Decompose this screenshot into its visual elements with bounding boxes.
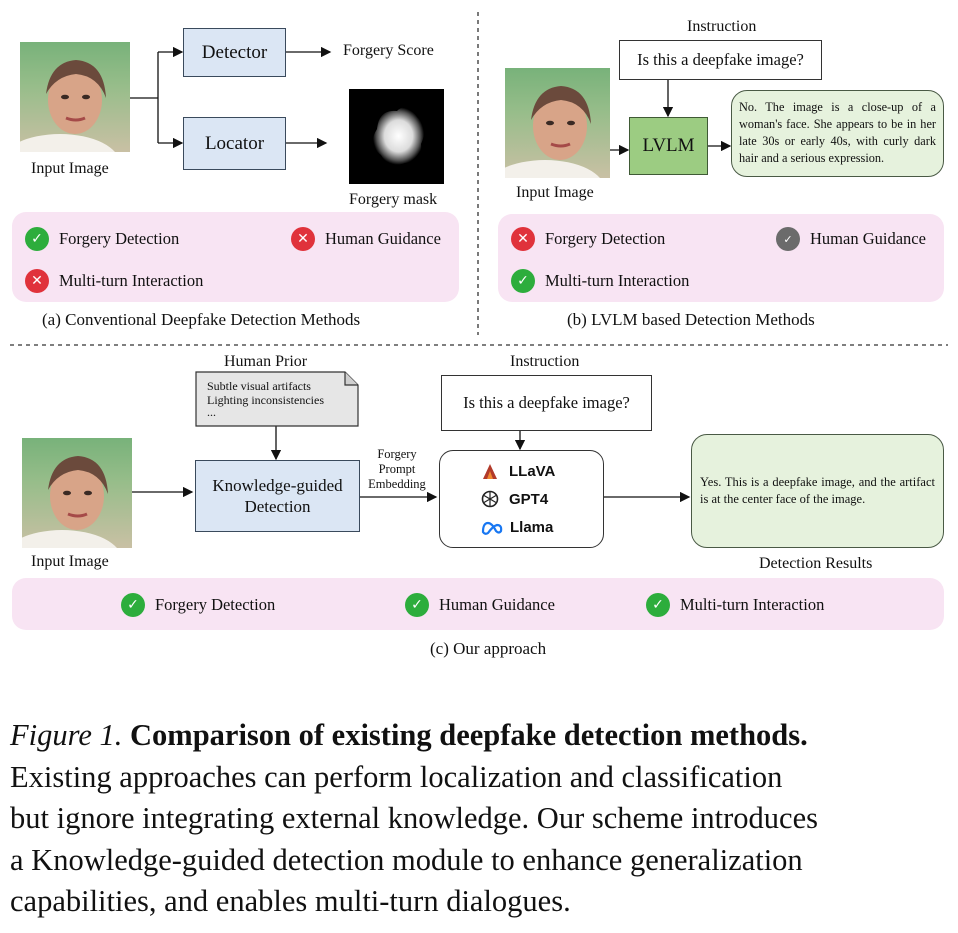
check-icon: ✓ (405, 593, 429, 617)
caption-a: (a) Conventional Deepfake Detection Meth… (42, 310, 361, 329)
badge-human-guidance-c: ✓Human Guidance (405, 593, 555, 617)
forgery-score-label: Forgery Score (343, 42, 434, 59)
prior-line: Subtle visual artifacts (207, 379, 311, 393)
lvlm-box: LVLM (629, 117, 708, 175)
locator-box: Locator (183, 117, 286, 170)
badge-forgery-detection-a: ✓Forgery Detection (25, 227, 179, 251)
capabilities-panel-b (498, 214, 944, 302)
badge-human-guidance-b: ✓Human Guidance (776, 227, 926, 251)
badge-forgery-detection-c: ✓Forgery Detection (121, 593, 275, 617)
instruction-label-c: Instruction (510, 353, 580, 370)
cross-icon: ✕ (291, 227, 315, 251)
caption-c: (c) Our approach (430, 639, 547, 658)
check-icon: ✓ (511, 269, 535, 293)
badge-forgery-detection-b: ✕Forgery Detection (511, 227, 665, 251)
badge-multi-turn-a: ✕Multi-turn Interaction (25, 269, 203, 293)
cross-icon: ✕ (511, 227, 535, 251)
badge-multi-turn-b: ✓Multi-turn Interaction (511, 269, 689, 293)
llm-models-box: LLaVA GPT4 Llama (439, 450, 604, 548)
badge-multi-turn-c: ✓Multi-turn Interaction (646, 593, 824, 617)
figure-caption: Figure 1. Comparison of existing deepfak… (10, 715, 950, 923)
input-face-image-c (22, 438, 132, 548)
llava-row: LLaVA (480, 461, 555, 481)
forgery-mask-label: Forgery mask (349, 191, 438, 208)
badge-human-guidance-a: ✕Human Guidance (291, 227, 441, 251)
knowledge-guided-detection-box: Knowledge-guided Detection (195, 460, 360, 532)
prior-line: ... (207, 405, 216, 419)
check-icon: ✓ (121, 593, 145, 617)
input-image-label-b: Input Image (516, 184, 594, 201)
human-prior-label: Human Prior (224, 353, 308, 370)
detector-box: Detector (183, 28, 286, 77)
question-box-c: Is this a deepfake image? (441, 375, 652, 431)
detection-results-label: Detection Results (759, 555, 873, 572)
human-prior-note: Subtle visual artifacts Lighting inconsi… (195, 371, 359, 427)
instruction-label-b: Instruction (687, 18, 757, 35)
forgery-prompt-embedding-label: Forgery Prompt Embedding (368, 447, 426, 491)
check-icon: ✓ (25, 227, 49, 251)
input-image-label-a: Input Image (31, 160, 109, 177)
caption-line: but ignore integrating external knowledg… (10, 801, 818, 835)
caption-line: Existing approaches can perform localiza… (10, 759, 783, 794)
capabilities-panel-c (12, 578, 944, 630)
capabilities-panel-a (12, 212, 459, 302)
prior-line: Lighting inconsistencies (207, 393, 324, 407)
input-image-label-c: Input Image (31, 553, 109, 570)
question-box-b: Is this a deepfake image? (619, 40, 822, 80)
detection-result-bubble: Yes. This is a deepfake image, and the a… (691, 434, 944, 548)
llava-icon (483, 464, 497, 479)
check-icon: ✓ (646, 593, 670, 617)
openai-icon (481, 490, 499, 508)
meta-icon (481, 521, 503, 535)
caption-b: (b) LVLM based Detection Methods (567, 310, 815, 329)
forgery-mask-image (349, 89, 444, 184)
partial-icon: ✓ (776, 227, 800, 251)
input-face-image-b (505, 68, 610, 178)
caption-title-line: Figure 1. Comparison of existing deepfak… (10, 718, 808, 752)
lvlm-answer-bubble: No. The image is a close-up of a woman's… (731, 90, 944, 177)
llama-row: Llama (480, 519, 553, 536)
cross-icon: ✕ (25, 269, 49, 293)
gpt4-row: GPT4 (480, 489, 548, 509)
caption-line: capabilities, and enables multi-turn dia… (10, 884, 571, 918)
input-face-image-a (20, 42, 130, 152)
caption-line: a Knowledge-guided detection module to e… (10, 842, 803, 877)
